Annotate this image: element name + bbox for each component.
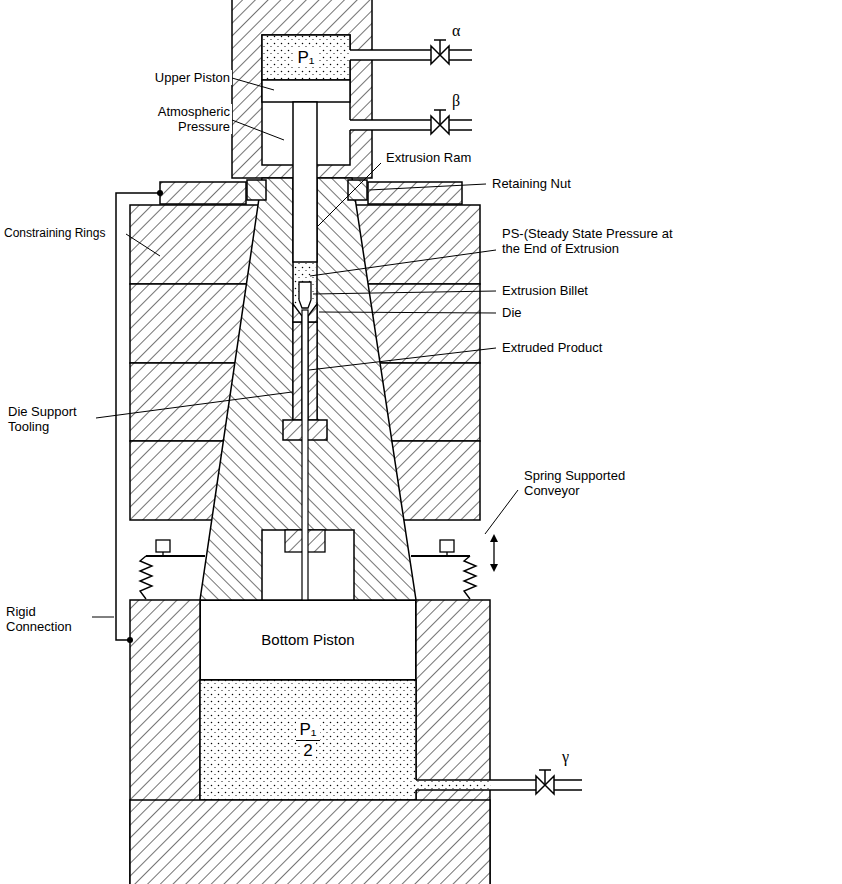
pipe-bore [349, 50, 373, 60]
leader-line [232, 120, 284, 140]
extrusion-ram [293, 102, 317, 262]
pipe [350, 59, 431, 61]
pipe [350, 49, 431, 51]
pipe [449, 49, 472, 51]
lower-housing [130, 800, 490, 884]
pipe [350, 119, 431, 121]
extrusion-billet [299, 282, 311, 308]
spring-symbol [140, 556, 152, 599]
valve-handle [434, 39, 446, 41]
extruded-product [302, 310, 308, 600]
leader-line [319, 312, 496, 313]
die [293, 304, 302, 322]
leader-line [310, 250, 496, 276]
valve-label: γ [560, 748, 571, 766]
pressure-fluid [200, 680, 416, 800]
leader-line [96, 392, 292, 418]
node-text: Bottom Piston [258, 631, 357, 648]
part-label: Spring Supported Conveyor [522, 468, 648, 498]
pipe [449, 129, 472, 131]
motion-arrow [490, 534, 498, 542]
leader-line [92, 617, 114, 618]
piston-box: Bottom Piston [200, 600, 416, 680]
leader-line [232, 78, 274, 90]
part-label: Die [500, 305, 524, 320]
die-support [308, 322, 317, 420]
frame-plate [368, 182, 462, 204]
pipe [449, 119, 472, 121]
pipe [449, 59, 472, 61]
node-text: P₁ [296, 720, 319, 741]
die [308, 304, 317, 322]
motion-arrow [490, 564, 498, 572]
valve-label: β [450, 92, 462, 110]
pipe [554, 779, 582, 781]
rigid-connection-line [116, 193, 160, 640]
conveyor-bracket [446, 552, 447, 556]
valve-label: α [450, 22, 462, 40]
connection-dot [127, 637, 133, 643]
motion-arrow [493, 540, 494, 566]
part-label: Rigid Connection [4, 604, 88, 634]
part-label: Constraining Rings [2, 226, 107, 241]
leader-line [309, 348, 496, 370]
retaining-nut [348, 180, 367, 200]
die-support [293, 322, 302, 420]
pressure-chamber: P₁2 [200, 680, 416, 800]
note-label: PS-(Steady State Pressure at the End of … [500, 226, 684, 256]
conveyor-bar [146, 555, 205, 557]
part-label: Die Support Tooling [6, 404, 96, 434]
part-label: Extrusion Ram [384, 150, 473, 165]
spring-symbol [464, 556, 476, 599]
conveyor-bar [411, 555, 470, 557]
pipe [416, 789, 536, 791]
valve-handle [544, 770, 546, 785]
part-label: Extrusion Billet [500, 283, 590, 298]
conveyor-bracket [156, 540, 170, 552]
valve-handle [434, 109, 446, 111]
part-label: Upper Piston [122, 70, 232, 85]
valve-handle [439, 110, 441, 125]
node-text: P₁ [294, 48, 317, 68]
pressure-fluid [262, 35, 350, 80]
pressure-chamber: P₁ [262, 35, 350, 80]
valve-handle [439, 40, 441, 55]
node-text: 2 [300, 741, 315, 761]
pipe [416, 779, 536, 781]
pipe-bore [415, 780, 491, 790]
leader-line [126, 234, 160, 256]
leader-line [313, 291, 496, 294]
leader-line [369, 184, 486, 190]
retaining-nut [247, 180, 266, 200]
conveyor-bracket [440, 540, 454, 552]
part-label: Retaining Nut [490, 176, 573, 191]
upper-piston [262, 80, 350, 102]
pipe [350, 129, 431, 131]
frame-plate [160, 182, 246, 204]
pipe [554, 789, 582, 791]
part-label: Extruded Product [500, 340, 604, 355]
leader-line [318, 163, 381, 226]
part-label: Atmospheric Pressure [122, 104, 232, 134]
valve-handle [539, 769, 551, 771]
pipe-bore [349, 120, 373, 130]
connection-dot [157, 190, 163, 196]
conveyor-bracket [162, 552, 163, 556]
leader-line [485, 490, 518, 534]
